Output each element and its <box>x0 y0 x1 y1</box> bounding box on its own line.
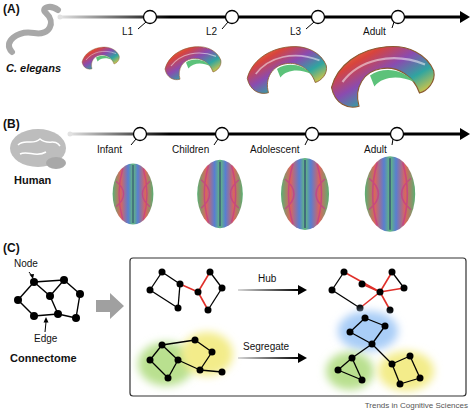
organism-name: C. elegans <box>6 62 61 75</box>
callout-label: Edge <box>34 333 57 345</box>
panel-letter: (A) <box>3 3 20 17</box>
watermark: Trends in Cognitive Sciences <box>365 401 468 410</box>
panel-letter: (B) <box>3 118 20 132</box>
stage-label: Adult <box>364 144 387 156</box>
arrow-label: Hub <box>258 273 276 285</box>
stage-label: L3 <box>290 26 301 38</box>
graph-title: Connectome <box>10 352 77 365</box>
stage-label: Infant <box>97 144 122 156</box>
arrow-label: Segregate <box>243 341 289 353</box>
stage-label: L2 <box>206 26 217 38</box>
stage-label: Children <box>172 144 209 156</box>
stage-label: Adult <box>363 26 386 38</box>
callout-label: Node <box>14 258 38 270</box>
organism-name: Human <box>14 174 51 187</box>
stage-label: L1 <box>122 26 133 38</box>
stage-label: Adolescent <box>250 144 299 156</box>
panel-letter: (C) <box>3 242 20 256</box>
